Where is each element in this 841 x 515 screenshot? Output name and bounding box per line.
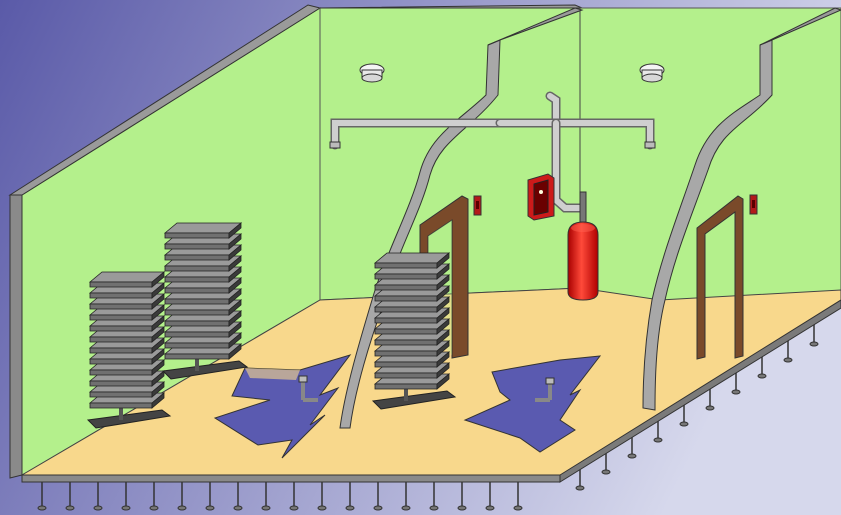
manual-release-icon bbox=[474, 196, 481, 215]
discharge-nozzle-icon bbox=[330, 142, 340, 148]
smoke-detector-icon bbox=[640, 64, 664, 82]
discharge-nozzle-icon bbox=[645, 142, 655, 148]
control-panel-icon bbox=[528, 174, 554, 220]
smoke-detector-icon bbox=[360, 64, 384, 82]
manual-release-icon bbox=[750, 195, 757, 214]
